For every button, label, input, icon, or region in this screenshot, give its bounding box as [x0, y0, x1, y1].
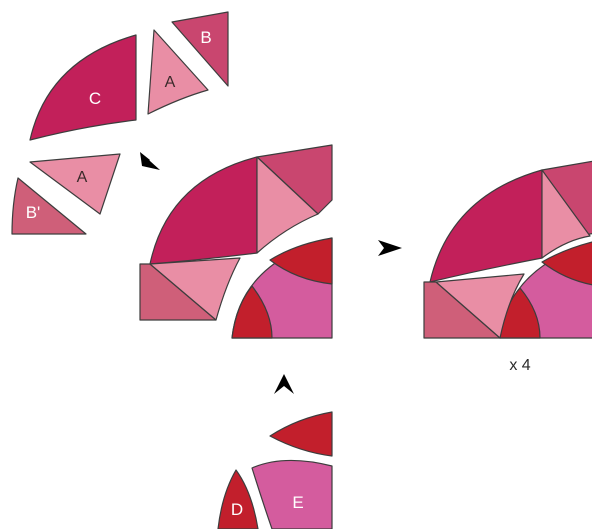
piece-c [29, 34, 137, 141]
piece-b-top [171, 11, 229, 87]
arrow-right-icon [378, 240, 402, 256]
piece-red-top [269, 411, 333, 457]
outer-a-top [256, 156, 319, 254]
label-e: E [292, 493, 303, 512]
arrow-up-icon [274, 374, 294, 394]
final-c [429, 169, 543, 283]
assembled-inner-quarter [231, 237, 333, 339]
inner-red-left [231, 285, 273, 339]
label-a-left: A [77, 169, 88, 186]
label-b: B [200, 28, 211, 47]
inner-red-top [269, 237, 333, 285]
piece-a-left [29, 153, 121, 215]
label-d: D [231, 500, 243, 519]
final-a-top [541, 169, 591, 259]
assembled-outer-arc [139, 144, 333, 321]
final-block [423, 160, 592, 339]
piece-a-top [147, 29, 209, 115]
piece-b-prime [11, 177, 87, 235]
label-a-top: A [165, 74, 176, 91]
caption-times-four: x 4 [509, 357, 530, 374]
final-red-top [541, 241, 592, 286]
piece-e [251, 459, 333, 529]
outer-c [149, 156, 258, 265]
outer-a-left [149, 257, 241, 321]
final-a-left [435, 273, 525, 339]
label-c: C [89, 89, 101, 108]
label-b-prime: B' [26, 203, 41, 222]
exploded-inner-pieces: E D [217, 411, 333, 529]
arrow-down-right-icon [140, 152, 160, 170]
piece-d [217, 469, 259, 529]
exploded-outer-pieces: B A C A B' [11, 11, 229, 235]
